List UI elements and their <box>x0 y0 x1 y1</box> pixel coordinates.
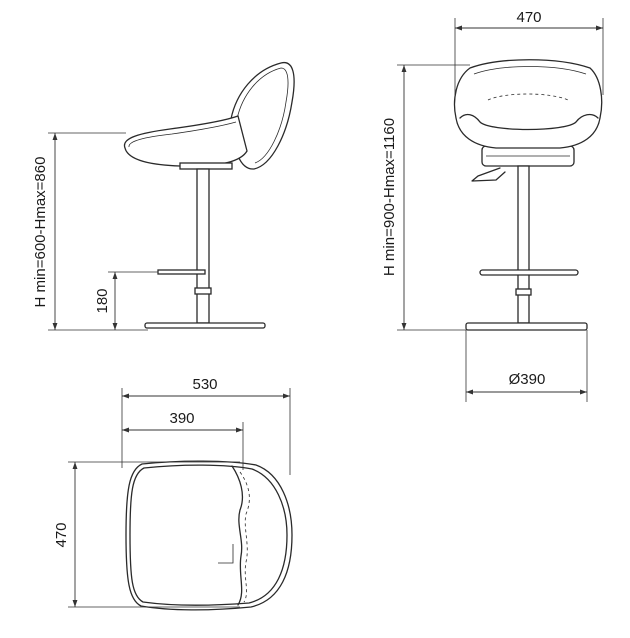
side-mechanism <box>179 162 233 170</box>
front-view: 470 H min=900-Hmax=1160 Ø390 <box>381 9 604 402</box>
top-backrest-edge <box>231 465 244 606</box>
top-view: 530 390 470 <box>53 376 293 611</box>
front-base <box>465 322 588 331</box>
front-height-label: H min=900-Hmax=1160 <box>381 118 398 276</box>
front-lever <box>471 167 506 182</box>
side-view: H min=600-Hmax=860 180 <box>32 62 295 331</box>
front-width-label: 470 <box>516 9 541 26</box>
top-seat-outline <box>125 460 293 611</box>
footrest-height-label: 180 <box>94 288 111 313</box>
top-backrest-contour <box>239 471 250 603</box>
top-mechanism-outline <box>218 544 234 564</box>
top-seat-inner-outline <box>129 464 288 606</box>
side-base <box>144 322 266 329</box>
side-height-label: H min=600-Hmax=860 <box>32 157 49 308</box>
front-seat-lip <box>459 113 599 131</box>
front-pole <box>517 165 530 324</box>
side-backrest-inner <box>236 67 289 164</box>
front-footrest <box>479 269 579 276</box>
side-seat-inner <box>128 121 237 148</box>
side-pole-collar <box>194 287 212 295</box>
side-pole <box>196 168 210 324</box>
top-width-label: 470 <box>53 522 70 547</box>
side-footrest <box>157 269 206 275</box>
side-seat-shell <box>123 115 248 167</box>
top-seat-label: 390 <box>169 410 194 427</box>
front-seat-back-edge <box>473 66 587 75</box>
front-seat-contour <box>487 93 569 101</box>
top-depth-label: 530 <box>192 376 217 393</box>
base-diameter-label: Ø390 <box>509 371 546 388</box>
front-pole-collar <box>515 288 532 296</box>
side-backrest <box>230 62 295 170</box>
